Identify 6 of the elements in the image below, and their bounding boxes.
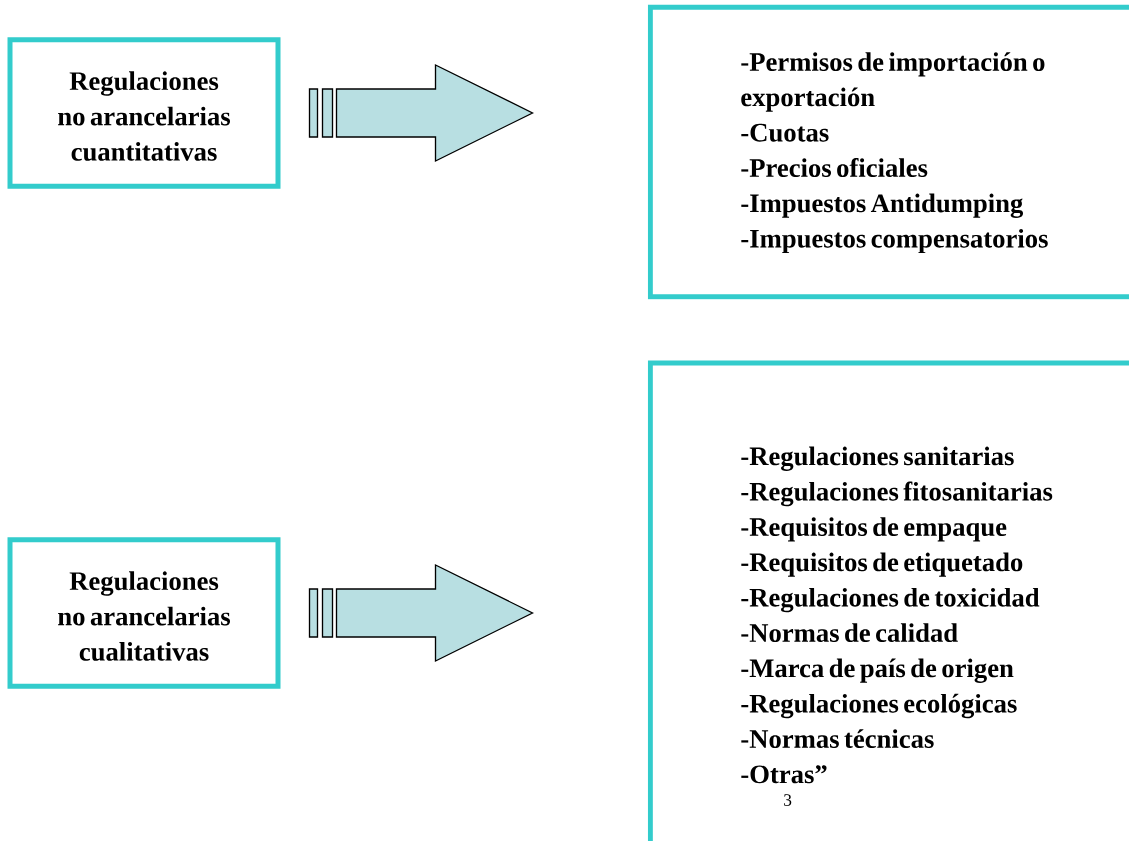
category-box: Regulaciones no arancelarias cuantitativas <box>7 37 281 189</box>
list-box: -Permisos de importación o exportación -Cuotas -Precios oficiales -Impuestos Antidumping -Impuestos compensatorios <box>647 4 1129 300</box>
category-box: Regulaciones no arancelarias cualitativas <box>7 537 281 689</box>
block-arrow <box>308 563 534 663</box>
block-arrow <box>308 63 534 163</box>
footnote-mark: 3 <box>784 794 792 806</box>
